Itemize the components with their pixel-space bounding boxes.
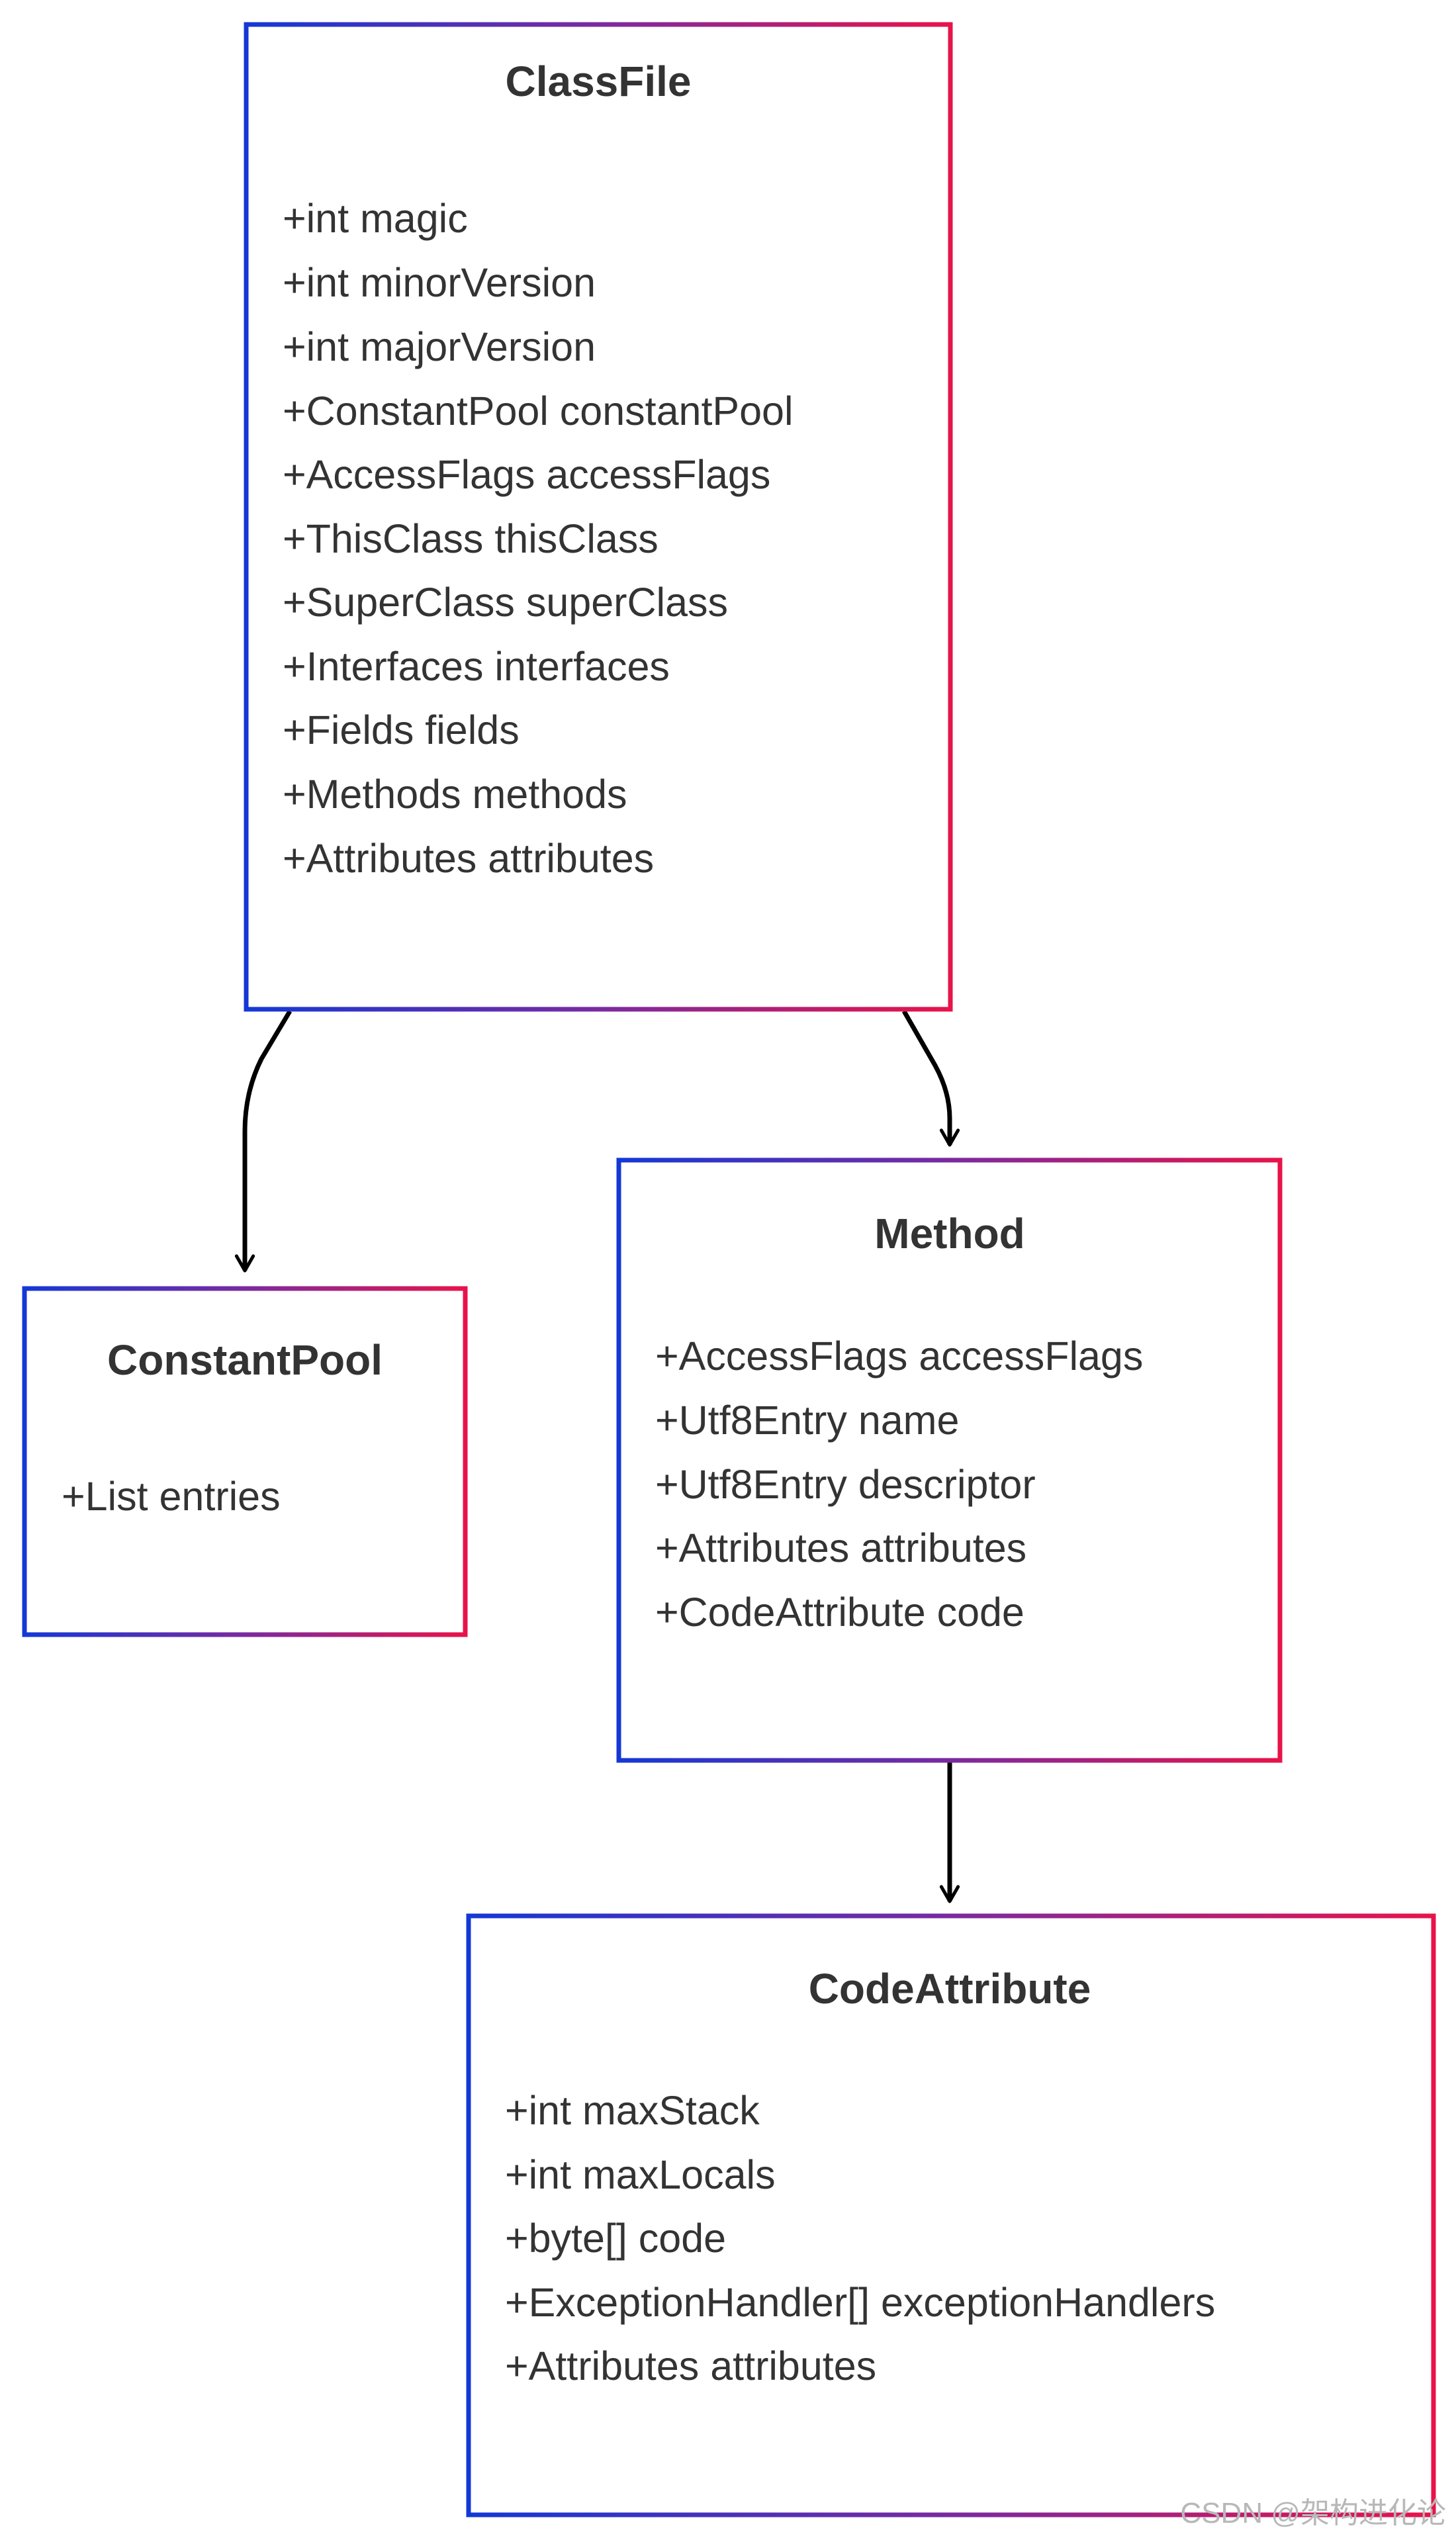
class-attribute: +SuperClass superClass [283,580,728,625]
class-box-frame [22,1286,468,1637]
class-attribute: +Interfaces interfaces [283,644,670,689]
class-attribute: +byte[] code [505,2216,726,2261]
class-attribute: +int magic [283,196,468,241]
class-attribute: +int maxLocals [505,2152,776,2197]
class-attribute: +AccessFlags accessFlags [655,1334,1143,1379]
class-attribute: +ConstantPool constantPool [283,388,794,433]
edge-classfile-method [901,1010,960,1147]
class-name: CodeAttribute [809,1965,1091,2013]
class-attribute: +AccessFlags accessFlags [283,452,770,497]
class-attribute: +Attributes attributes [505,2343,876,2388]
class-attribute: +Methods methods [283,772,627,817]
class-box-frame [616,1157,1283,1763]
class-attribute: +Utf8Entry name [655,1398,959,1443]
class-box-constantpool[interactable]: ConstantPool +List entries [22,1286,468,1637]
edge-classfile-constantpool [234,1010,293,1273]
class-attribute: +int maxStack [505,2088,760,2133]
class-name: ConstantPool [107,1336,383,1384]
class-attribute: +ThisClass thisClass [283,516,659,561]
class-attribute: +int majorVersion [283,324,596,369]
class-attribute: +Attributes attributes [283,836,654,881]
class-attribute: +ExceptionHandler[] exceptionHandlers [505,2280,1215,2325]
class-box-method[interactable]: Method +AccessFlags accessFlags +Utf8Ent… [616,1157,1283,1763]
class-box-frame [244,22,953,1012]
class-attribute: +CodeAttribute code [655,1590,1024,1635]
class-name: Method [874,1210,1025,1257]
relations [234,1010,960,1903]
class-box-codeattribute[interactable]: CodeAttribute +int maxStack +int maxLoca… [466,1913,1436,2517]
watermark: CSDN @架构进化论 [1180,2497,1446,2529]
class-attribute: +List entries [62,1474,281,1519]
class-box-classfile[interactable]: ClassFile +int magic +int minorVersion +… [244,22,953,1012]
class-box-frame [466,1913,1436,2517]
class-attribute: +Fields fields [283,707,520,752]
class-attribute: +int minorVersion [283,260,596,305]
class-attribute: +Utf8Entry descriptor [655,1462,1036,1507]
class-name: ClassFile [505,58,691,105]
class-attribute: +Attributes attributes [655,1525,1026,1570]
